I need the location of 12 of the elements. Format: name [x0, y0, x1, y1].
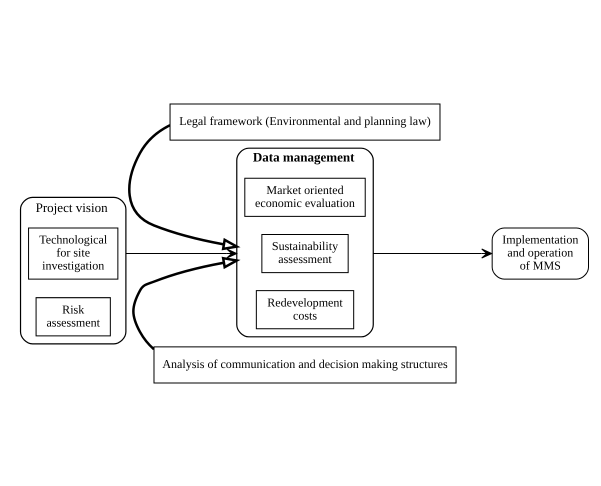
arrow	[128, 124, 241, 250]
node-box: Redevelopment costs	[256, 290, 354, 329]
node-box: Risk assessment	[36, 296, 111, 336]
node-box: Analysis of communication and decision making structures	[153, 346, 457, 383]
node-box: Technological for site investigation	[28, 226, 118, 280]
node-box: Market oriented economic evaluation	[244, 177, 366, 216]
arrow	[373, 248, 492, 258]
node-box: Implementation and operation of MMS	[492, 226, 589, 280]
arrow	[132, 256, 241, 350]
node-box: Sustainability assessment	[261, 233, 349, 273]
arrow	[126, 248, 238, 258]
node-box: Legal framework (Environmental and planning law)	[170, 103, 440, 140]
